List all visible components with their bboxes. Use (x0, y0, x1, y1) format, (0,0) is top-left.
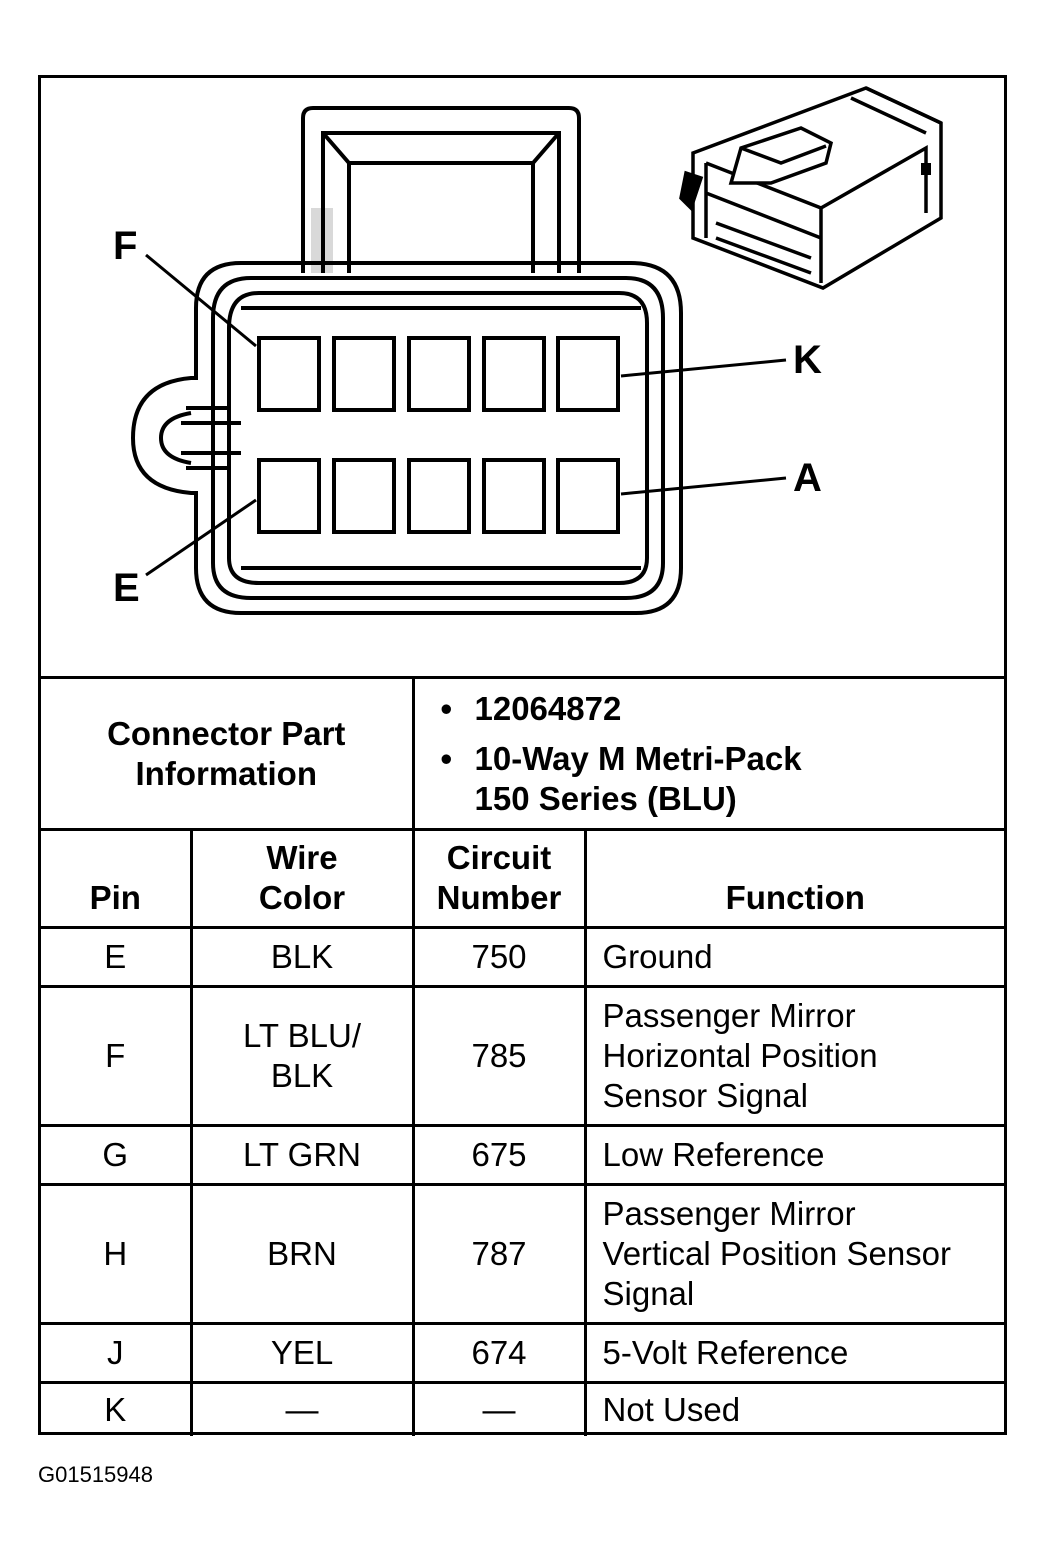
table-row: G LT GRN 675 Low Reference (41, 1124, 1004, 1186)
cell-pin: E (41, 926, 193, 988)
cell-circuit: — (411, 1381, 587, 1436)
table-row: E BLK 750 Ground (41, 926, 1004, 988)
connector-3d-sketch (679, 86, 943, 290)
cell-function: Not Used (583, 1381, 1004, 1436)
cell-pin: H (41, 1183, 193, 1325)
table-row: K — — Not Used (41, 1381, 1004, 1436)
cell-circuit: 785 (411, 985, 587, 1127)
cell-pin: F (41, 985, 193, 1127)
connector-description-1: 10-Way M Metri-Pack (474, 739, 802, 777)
cell-pin: G (41, 1124, 193, 1186)
connector-description-2: 150 Series (BLU) (474, 779, 737, 817)
cell-circuit: 675 (411, 1124, 587, 1186)
connector-info-details: • 12064872 • 10-Way M Metri-Pack 150 Serie… (411, 676, 1004, 831)
connector-info-row: Connector Part Information • 12064872 • 10… (41, 676, 1004, 831)
cell-wire-color: LT GRN (189, 1124, 415, 1186)
cell-function: Low Reference (583, 1124, 1004, 1186)
cell-function: Ground (583, 926, 1004, 988)
bullet-icon: • (440, 739, 453, 777)
pin-label-A: A (793, 456, 822, 500)
cell-wire-color: — (189, 1381, 415, 1436)
connector-info-title: Connector Part Information (41, 676, 415, 831)
pin-label-F: F (113, 224, 138, 268)
bullet-icon: • (440, 689, 453, 727)
cavity-F (257, 336, 321, 412)
cell-wire-color: YEL (189, 1322, 415, 1384)
leader-F (145, 253, 257, 348)
header-function: Function (583, 828, 1004, 929)
cell-function: 5-Volt Reference (583, 1322, 1004, 1384)
cavity-K (556, 336, 620, 412)
header-pin: Pin (41, 828, 193, 929)
cell-wire-color: LT BLU/BLK (189, 985, 415, 1127)
cavity-A (556, 458, 620, 534)
cell-pin: K (41, 1381, 193, 1436)
figure-code: G01515948 (38, 1462, 153, 1487)
pin-label-K: K (793, 338, 822, 382)
part-number: 12064872 (474, 689, 622, 727)
leader-E (145, 498, 257, 577)
leader-A (620, 476, 787, 496)
cell-pin: J (41, 1322, 193, 1384)
cell-wire-color: BRN (189, 1183, 415, 1325)
cell-circuit: 787 (411, 1183, 587, 1325)
pinout-table: Connector Part Information • 12064872 • 10… (41, 676, 1004, 1436)
cell-circuit: 750 (411, 926, 587, 988)
cavity-E (257, 458, 321, 534)
connector-face-drawing (130, 86, 943, 615)
cell-circuit: 674 (411, 1322, 587, 1384)
latch-inner (321, 131, 561, 273)
cell-wire-color: BLK (189, 926, 415, 988)
connector-figure: F K A E Connector Part Information • 1206… (38, 75, 1007, 1436)
leader-K (620, 358, 787, 378)
latch-outer (301, 106, 581, 273)
table-row: J YEL 674 5-Volt Reference (41, 1322, 1004, 1384)
connector-body (130, 261, 683, 615)
connector-diagram: F K A E (41, 78, 1004, 676)
pin-label-E: E (113, 566, 140, 610)
